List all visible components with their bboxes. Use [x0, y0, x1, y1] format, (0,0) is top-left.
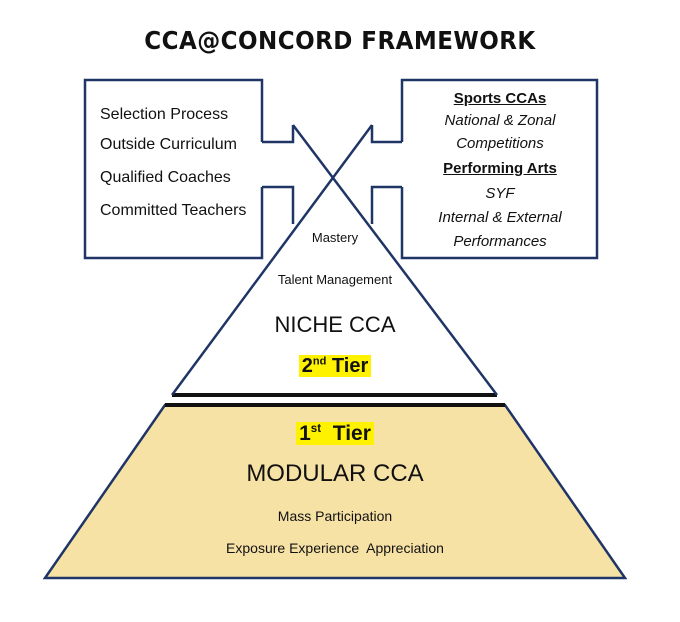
left-item: Qualified Coaches	[100, 169, 231, 186]
tier1-item: Exposure Experience Appreciation	[226, 540, 444, 556]
sports-heading: Sports CCAs	[453, 90, 547, 107]
page-title: CCA@CONCORD FRAMEWORK	[144, 26, 536, 55]
tier2-name: NICHE CCA	[274, 312, 396, 337]
tier2-item: Mastery	[311, 230, 359, 245]
arts-line: Internal & External	[438, 209, 562, 226]
tier2-triangle	[172, 167, 497, 395]
triangle-left-side	[170, 124, 374, 396]
left-arrow-upper	[262, 125, 295, 144]
left-item: Outside Curriculum	[100, 136, 237, 153]
tier2-item: Talent Management	[277, 272, 393, 287]
right-box-outline	[400, 78, 599, 260]
left-item: Selection Process	[100, 106, 229, 123]
arts-line: SYF	[485, 185, 515, 202]
left-box-outline	[83, 78, 264, 260]
tier1-name: MODULAR CCA	[246, 460, 424, 487]
right-arrow-lower	[370, 185, 402, 224]
left-item: Committed Teachers	[100, 202, 247, 219]
sports-line: National & Zonal	[444, 112, 556, 129]
triangle-right-side	[292, 124, 498, 396]
left-arrow-lower	[262, 185, 295, 224]
tier1-item: Mass Participation	[277, 508, 393, 524]
arts-line: Performances	[453, 233, 547, 250]
tier1-label: 1st Tier	[165, 422, 505, 446]
sports-line: Competitions	[456, 135, 544, 152]
tier2-label: 2nd Tier	[165, 355, 505, 378]
right-arrow-upper	[370, 125, 402, 144]
arts-heading: Performing Arts	[443, 160, 557, 177]
